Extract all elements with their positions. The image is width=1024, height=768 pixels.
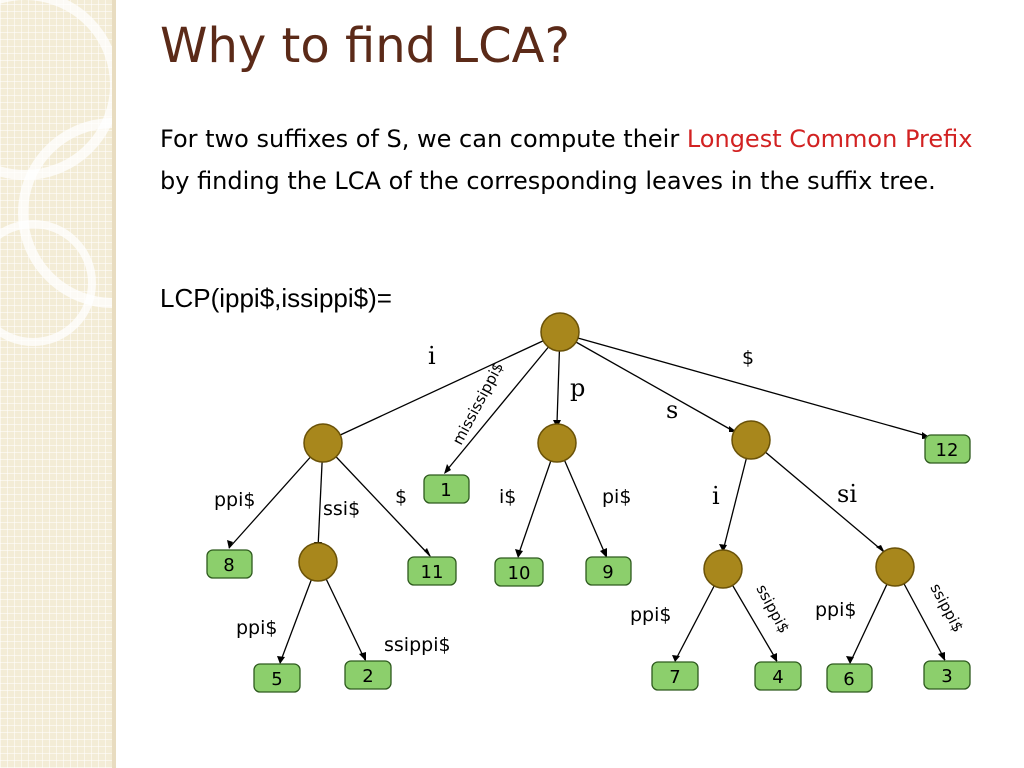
leaf-label: 9 [602, 562, 613, 583]
edge-label: i$ [499, 486, 516, 508]
edge-label: ppi$ [236, 617, 278, 639]
leaf-box [754, 661, 802, 691]
tree-node-root [540, 312, 580, 352]
arrowhead [227, 540, 233, 549]
arrowhead [672, 655, 680, 662]
edge-label: ssippi$ [384, 634, 451, 656]
edge-label: p [570, 374, 585, 402]
leaf-box [253, 663, 301, 693]
tree-edge [559, 332, 736, 433]
leaf-label: 7 [669, 667, 680, 688]
arrowhead [600, 548, 607, 558]
arrowhead [444, 464, 451, 474]
leaf-box [924, 434, 971, 464]
leaf-label: 6 [843, 669, 854, 690]
arrowhead [876, 545, 885, 553]
tree-edge [517, 442, 558, 557]
leaf-nodes: 12 1 8 11 10 9 5 2 7 4 6 3 [206, 434, 971, 693]
edge-label: $ [742, 347, 754, 369]
tree-edge [322, 332, 561, 444]
edge-label: i [712, 482, 720, 510]
arrowhead [424, 548, 431, 557]
leaf-label: 4 [772, 667, 783, 688]
edge-label: si [837, 480, 857, 508]
arrowhead [938, 652, 945, 661]
tree-node [703, 549, 743, 589]
arrowhead [277, 656, 285, 664]
tree-node [298, 542, 338, 582]
slide-title: Why to find LCA? [160, 18, 570, 74]
arrowhead [515, 549, 523, 558]
edge-labels: i mississippi$ p s $ ppi$ ssi$ $ i$ pi$ … [214, 342, 967, 656]
leaf-box [826, 663, 873, 693]
edge-label: ssi$ [323, 498, 360, 520]
edge-label: i [428, 342, 436, 370]
tree-edge [322, 442, 431, 557]
tree-node [537, 423, 577, 463]
leaf-label: 10 [508, 563, 531, 584]
leaf-label: 8 [223, 555, 234, 576]
decorative-ring [0, 220, 96, 346]
internal-nodes [298, 312, 915, 589]
arrowhead [719, 544, 727, 552]
edge-label: ssippi$ [926, 580, 967, 635]
arrowhead [846, 656, 854, 664]
lcp-expression: LCP(ippi$,issippi$)= [160, 283, 392, 313]
tree-node [875, 547, 915, 587]
highlighted-term: Longest Common Prefix [686, 125, 973, 153]
leaf-label: 2 [362, 666, 373, 687]
edge-label: $ [395, 486, 407, 508]
arrowhead [359, 652, 366, 661]
edge-label: mississippi$ [449, 359, 508, 448]
tree-edge [446, 332, 561, 471]
tree-node [303, 423, 343, 463]
leaf-box [407, 556, 457, 586]
leaf-box [494, 557, 544, 587]
leaf-label: 11 [421, 562, 444, 583]
tree-edge [750, 439, 885, 553]
leaf-label: 3 [941, 666, 952, 687]
edge-label: pi$ [602, 486, 631, 508]
tree-node [731, 420, 771, 460]
leaf-box [344, 660, 392, 690]
slide-body: For two suffixes of S, we can compute th… [160, 118, 980, 202]
body-text-part: by finding the LCA of the corresponding … [160, 167, 936, 195]
tree-edge [559, 332, 931, 438]
leaf-box [651, 661, 699, 691]
leaf-box [585, 556, 632, 586]
leaf-label: 5 [271, 669, 282, 690]
sidebar-edge [112, 0, 116, 768]
edge-label: ppi$ [815, 599, 857, 621]
tree-edge [228, 442, 324, 549]
arrowhead [770, 653, 777, 662]
decorative-sidebar [0, 0, 112, 768]
edge-label: s [666, 396, 678, 424]
edge-label: ppi$ [214, 489, 256, 511]
body-text-part: For two suffixes of S, we can compute th… [160, 125, 687, 153]
edge-label: ppi$ [630, 604, 672, 626]
tree-edge [556, 442, 607, 557]
leaf-box [206, 549, 253, 579]
leaf-box [423, 474, 470, 504]
leaf-label: 1 [440, 480, 451, 501]
leaf-label: 12 [936, 440, 959, 461]
leaf-box [923, 660, 971, 690]
edge-label: ssippi$ [752, 581, 793, 636]
